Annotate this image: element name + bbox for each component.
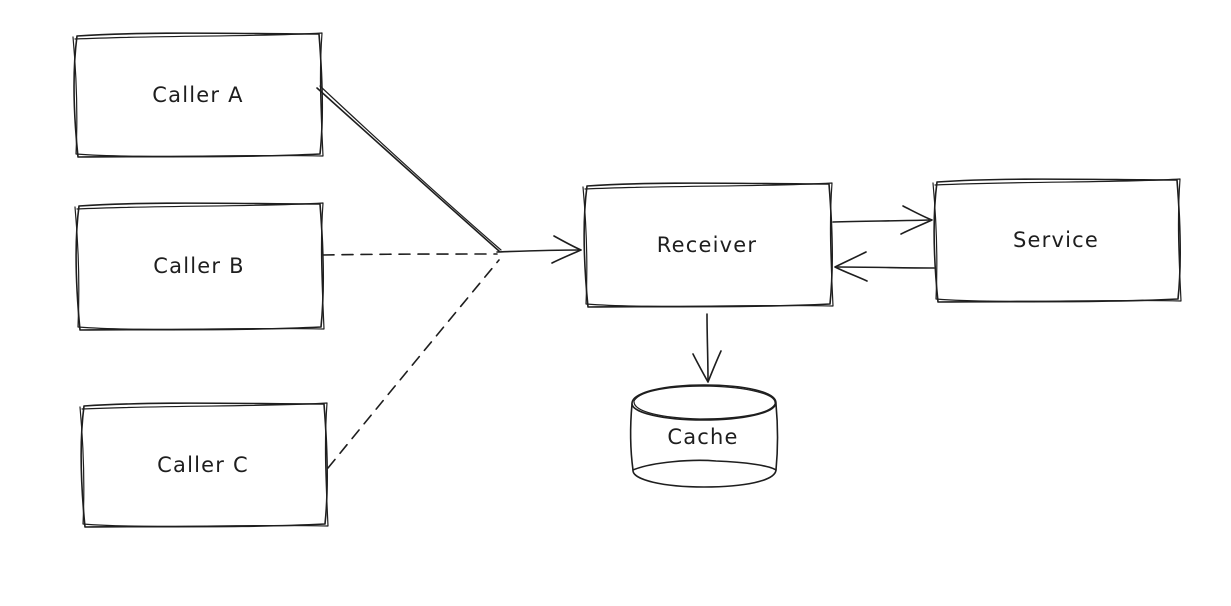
arrowhead	[834, 251, 868, 282]
node-caller-c[interactable]: Caller C	[79, 402, 329, 528]
node-label-cache: Cache	[667, 425, 738, 449]
node-label-service: Service	[1013, 228, 1099, 252]
arrowhead	[692, 350, 722, 383]
edge-line-second-stroke	[319, 85, 502, 251]
node-caller-a[interactable]: Caller A	[72, 32, 324, 158]
rectangle-outline-second-stroke	[72, 32, 324, 157]
rectangle-outline-second-stroke	[582, 182, 834, 307]
arrow-receiver-to-cache[interactable]	[692, 313, 722, 383]
cylinder-bottom-ellipse	[632, 459, 777, 488]
arrow-service-to-receiver[interactable]	[834, 251, 935, 282]
node-label-receiver: Receiver	[657, 233, 757, 257]
rectangle-outline-second-stroke	[79, 402, 329, 527]
edge-line	[832, 219, 930, 223]
rectangle-outline	[583, 182, 834, 308]
rectangle-outline	[75, 202, 325, 331]
rectangle-outline	[73, 32, 324, 158]
edge-line	[496, 249, 580, 253]
rectangle-outline-second-stroke	[932, 178, 1182, 302]
arrow-receiver-to-service[interactable]	[832, 205, 933, 235]
arrowhead	[900, 205, 933, 235]
rectangle-outline	[80, 402, 329, 528]
edge-caller-a-to-junction[interactable]	[316, 85, 502, 252]
node-label-caller-a: Caller A	[152, 83, 243, 107]
edge-line	[837, 266, 935, 269]
cylinder-top-ellipse	[631, 384, 777, 421]
edge-line	[316, 87, 500, 252]
edge-line	[322, 253, 498, 256]
node-label-caller-c: Caller C	[157, 453, 249, 477]
arrowhead	[551, 235, 582, 264]
node-cache[interactable]: Cache	[629, 384, 779, 488]
cylinder-right-side	[775, 403, 779, 471]
edge-caller-b-to-junction[interactable]	[322, 253, 498, 256]
node-service[interactable]: Service	[932, 178, 1182, 303]
edge-line	[706, 313, 709, 381]
cylinder-top-ellipse-second-stroke	[633, 385, 776, 420]
edge-caller-c-to-junction[interactable]	[327, 259, 500, 469]
rectangle-outline-second-stroke	[74, 202, 325, 330]
node-caller-b[interactable]: Caller B	[74, 202, 325, 331]
node-receiver[interactable]: Receiver	[582, 182, 834, 308]
edge-line	[327, 259, 500, 469]
arrow-junction-to-receiver[interactable]	[496, 235, 582, 264]
node-label-caller-b: Caller B	[153, 254, 244, 278]
cylinder-left-side	[629, 403, 634, 471]
